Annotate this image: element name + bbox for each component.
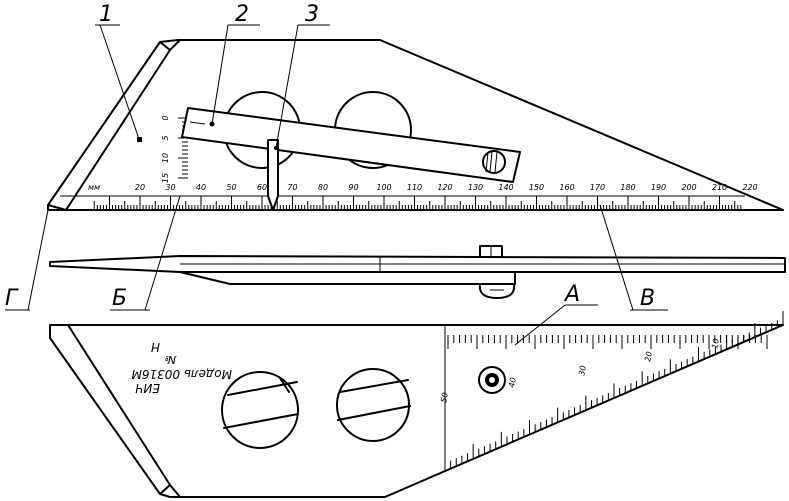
top-scale-label: 200: [681, 183, 696, 192]
nut-top-icon: [479, 245, 503, 258]
part1-mark: [137, 137, 142, 142]
side-scale-label: 0: [161, 115, 170, 120]
callout-a: А: [563, 282, 580, 307]
engraving-line1: Н: [151, 340, 160, 354]
side-scale-label: 10: [161, 153, 170, 163]
top-view: 0 5 10 15 мм 20 30 40 50 60 70 80 90 100 110 120 130 140…: [47, 39, 784, 211]
side-scale-label: 15: [161, 173, 170, 183]
callout-g: Г: [5, 286, 19, 311]
slider-zero-mark: [189, 121, 206, 125]
top-scale-ticks: [93, 196, 742, 210]
engraving-group-2: №: [165, 353, 177, 366]
bottom-scale-numbers: 10 20 30 40 50: [439, 338, 721, 404]
bottom-scale-ticks: [447, 311, 784, 468]
bottom-chamfer: [49, 324, 181, 498]
hex-nut-icon: [478, 366, 506, 394]
top-scale-label: 120: [437, 183, 452, 192]
top-scale-label: 40: [196, 183, 206, 192]
top-scale-label: 170: [590, 183, 605, 192]
top-scale-label: 30: [165, 183, 175, 192]
callout-1: 1: [99, 2, 113, 27]
engraving-group-3: Модель 00316М: [131, 367, 232, 381]
bottom-hole-left: [221, 371, 299, 449]
top-scale-label: 70: [287, 183, 297, 192]
screw-head-icon: [478, 283, 516, 299]
top-scale-unit: мм: [88, 183, 100, 192]
top-scale-label: 100: [376, 183, 391, 192]
bottom-scale-label: 20: [643, 351, 654, 363]
engraving-line3: Модель 00316М: [131, 367, 232, 381]
slider-bar-outline: [181, 107, 521, 183]
stylus-outline: [267, 139, 279, 211]
screw-icon: [482, 150, 506, 174]
top-scale-label: 190: [651, 183, 666, 192]
bottom-scale-label: 30: [577, 365, 588, 377]
bottom-hole-right: [336, 368, 411, 442]
side-view: [49, 245, 786, 299]
top-scale-label: 60: [257, 183, 267, 192]
top-scale-label: 130: [468, 183, 483, 192]
top-scale-label: 110: [407, 183, 422, 192]
top-scale-label: 160: [559, 183, 574, 192]
stylus: [267, 139, 279, 211]
bottom-view: Н № Модель 00316М ЕИЧ 10 20 30 40 50: [49, 311, 784, 498]
callout-2: 2: [235, 2, 249, 27]
callout-b: Б: [112, 286, 127, 311]
top-scale-label: 50: [226, 183, 236, 192]
top-scale-label: 90: [348, 183, 358, 192]
callout-3: 3: [305, 2, 319, 27]
top-scale-label: 210: [712, 183, 727, 192]
engraving-group-4: ЕИЧ: [135, 381, 160, 395]
top-scale-label: 220: [742, 183, 757, 192]
top-chamfer: [47, 39, 181, 211]
side-view-lower-piece: [179, 271, 516, 285]
top-scale-label: 140: [498, 183, 513, 192]
top-scale-numbers: мм 20 30 40 50 60 70 80 90 100 110 120 130 140 150 160 1…: [88, 183, 758, 192]
top-scale-label: 150: [529, 183, 544, 192]
callouts: 1 2 3 Г Б В А: [5, 2, 668, 346]
side-view-blade: [49, 255, 786, 273]
top-scale-label: 20: [135, 183, 145, 192]
slider-bar: [181, 107, 521, 183]
bottom-scale-label: 50: [439, 392, 450, 404]
bottom-scale-label: 40: [507, 377, 518, 389]
engraving-line4: ЕИЧ: [135, 381, 160, 395]
engraving-line2: №: [165, 353, 177, 366]
bottom-scale-label: 10: [710, 338, 721, 350]
top-scale-label: 180: [620, 183, 635, 192]
callout-v: В: [640, 286, 655, 311]
top-scale-label: 80: [318, 183, 328, 192]
engraving: Н: [151, 340, 160, 354]
side-scale-label: 5: [161, 135, 170, 140]
